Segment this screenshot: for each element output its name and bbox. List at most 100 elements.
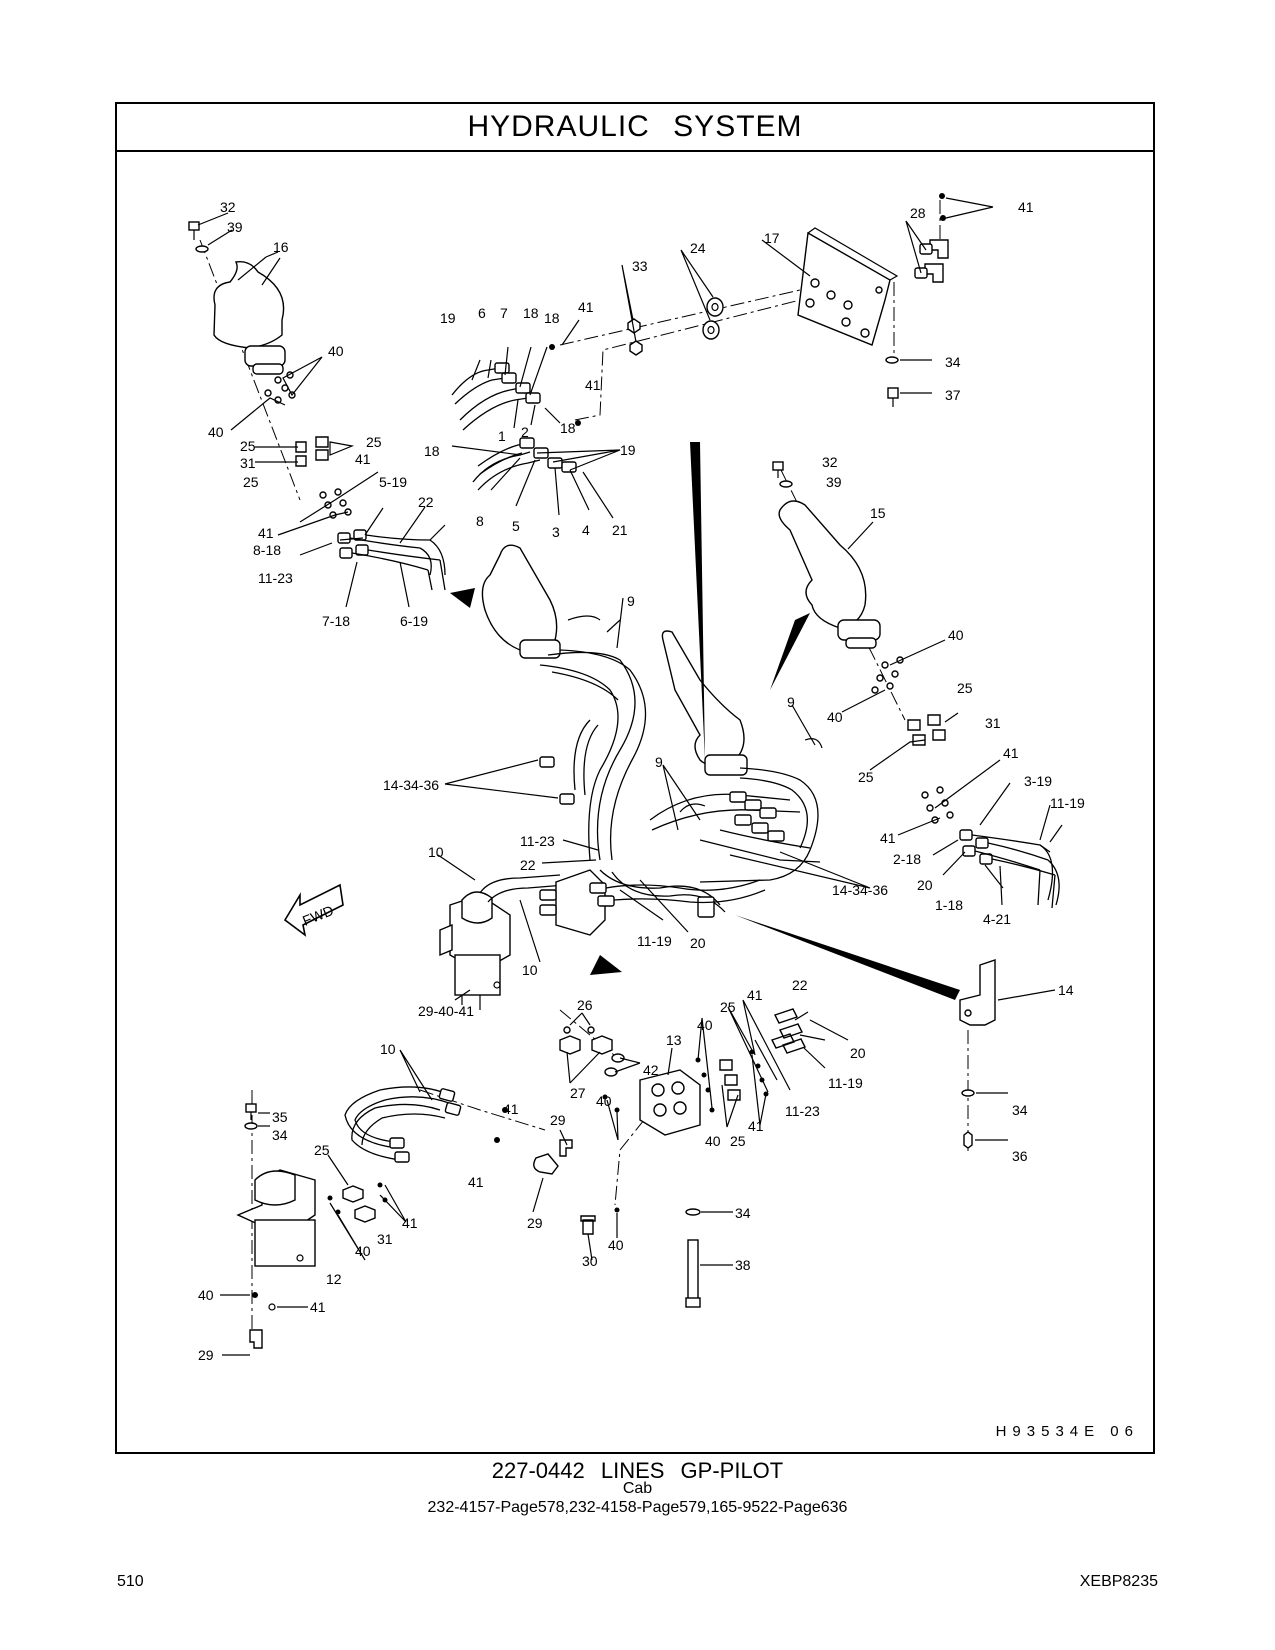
- caption-references: 232-4157-Page578,232-4158-Page579,165-95…: [427, 1499, 848, 1516]
- callout: 40: [208, 424, 224, 440]
- bracket-17: [761, 200, 941, 355]
- callout: 2: [521, 424, 529, 440]
- callout: 39: [227, 219, 243, 235]
- callout: 41: [748, 1118, 764, 1134]
- callout: 36: [1012, 1148, 1028, 1164]
- callout: 27: [570, 1085, 586, 1101]
- callout: 24: [690, 240, 706, 256]
- left-hose-bundle: [337, 524, 446, 591]
- callout: 34: [272, 1127, 288, 1143]
- callout: 17: [764, 230, 780, 246]
- callout: 41: [468, 1174, 484, 1190]
- callout: 11-23: [785, 1103, 820, 1119]
- lower-left-hoses: [344, 1049, 573, 1213]
- leader-lines: [197, 212, 1051, 1041]
- center-hose-routing: [481, 544, 823, 918]
- callout: 19: [620, 442, 636, 458]
- callout: 4-21: [983, 911, 1011, 927]
- callout-labels: 32 39 16 40 40 25 25 31 41 25 5-19 22 41…: [198, 199, 1085, 1363]
- forward-direction-arrow: FWD: [283, 883, 344, 937]
- right-hose-bundle: [959, 824, 1063, 909]
- callout: 8: [476, 513, 484, 529]
- callout: 16: [273, 239, 289, 255]
- callout: 18: [523, 305, 539, 321]
- callout: 40: [948, 627, 964, 643]
- callout: 41: [747, 987, 763, 1003]
- callout: 5: [512, 518, 520, 534]
- callout: 41: [578, 299, 594, 315]
- nuts-and-washers: [621, 249, 724, 356]
- callout: 9: [655, 754, 663, 770]
- callout: 41: [402, 1215, 418, 1231]
- callout: 18: [560, 420, 576, 436]
- callout: 41: [1003, 745, 1019, 761]
- callout: 40: [596, 1093, 612, 1109]
- callout: 25: [314, 1142, 330, 1158]
- page-number: 510: [117, 1573, 144, 1590]
- document-code: XEBP8235: [1079, 1573, 1158, 1590]
- diagram-frame: HYDRAULIC SYSTEM H93534E 06: [115, 102, 1155, 1454]
- bolt-38-and-plug-30: [580, 1207, 733, 1308]
- callout: 20: [917, 877, 933, 893]
- callout: 11-23: [258, 570, 293, 586]
- callout: 40: [608, 1237, 624, 1253]
- right-fittings: [841, 639, 1001, 836]
- callout: 29: [550, 1112, 566, 1128]
- callout: 20: [850, 1045, 866, 1061]
- callout: 11-19: [1050, 795, 1085, 811]
- callout: 25: [858, 769, 874, 785]
- left-joystick-assembly: [188, 221, 301, 501]
- callout: 10: [428, 844, 444, 860]
- callout: 40: [198, 1287, 214, 1303]
- callout: 41: [1018, 199, 1034, 215]
- joystick-handle-16: [213, 261, 285, 349]
- callout: 41: [258, 525, 274, 541]
- callout: 39: [826, 474, 842, 490]
- callout: 41: [585, 377, 601, 393]
- callout: 6: [478, 305, 486, 321]
- callout: 21: [612, 522, 628, 538]
- caption-subtitle: Cab: [622, 1480, 653, 1497]
- callout: 31: [240, 455, 256, 471]
- pointer-wedges: [450, 442, 960, 1000]
- callout: 34: [945, 354, 961, 370]
- callout: 40: [355, 1243, 371, 1259]
- callout: 35: [272, 1109, 288, 1125]
- callout: 20: [690, 935, 706, 951]
- callout: 32: [220, 199, 236, 215]
- callout: 34: [735, 1205, 751, 1221]
- left-fittings: [230, 356, 379, 536]
- callout: 7-18: [322, 613, 350, 629]
- callout: 7: [500, 305, 508, 321]
- joystick-handle-15: [778, 500, 867, 629]
- caption-title: 227-0442 LINES GP-PILOT: [491, 1458, 784, 1483]
- callout: 38: [735, 1257, 751, 1273]
- callout: 25: [240, 438, 256, 454]
- callout: 31: [985, 715, 1001, 731]
- callout: 2-18: [893, 851, 921, 867]
- callout: 31: [377, 1231, 393, 1247]
- callout: 10: [380, 1041, 396, 1057]
- valve-12: [220, 1090, 407, 1356]
- callout: 40: [697, 1017, 713, 1033]
- callout: 42: [643, 1062, 659, 1078]
- callout: 40: [328, 343, 344, 359]
- callout: 19: [440, 310, 456, 326]
- callout: 25: [957, 680, 973, 696]
- callout: 4: [582, 522, 590, 538]
- section-title: HYDRAULIC SYSTEM: [467, 110, 803, 143]
- callout: 10: [522, 962, 538, 978]
- callout: 9: [787, 694, 795, 710]
- callout: 14-34-36: [383, 777, 439, 793]
- callout: 1: [498, 428, 506, 444]
- callout: 14: [1058, 982, 1074, 998]
- callout: 11-19: [828, 1075, 863, 1091]
- callout: 25: [243, 474, 259, 490]
- bolt-32-left: [188, 221, 200, 231]
- callout: 28: [910, 205, 926, 221]
- callout: 8-18: [253, 542, 281, 558]
- fittings-28: [885, 193, 994, 407]
- right-joystick-assembly: [772, 461, 906, 721]
- callout: 40: [827, 709, 843, 725]
